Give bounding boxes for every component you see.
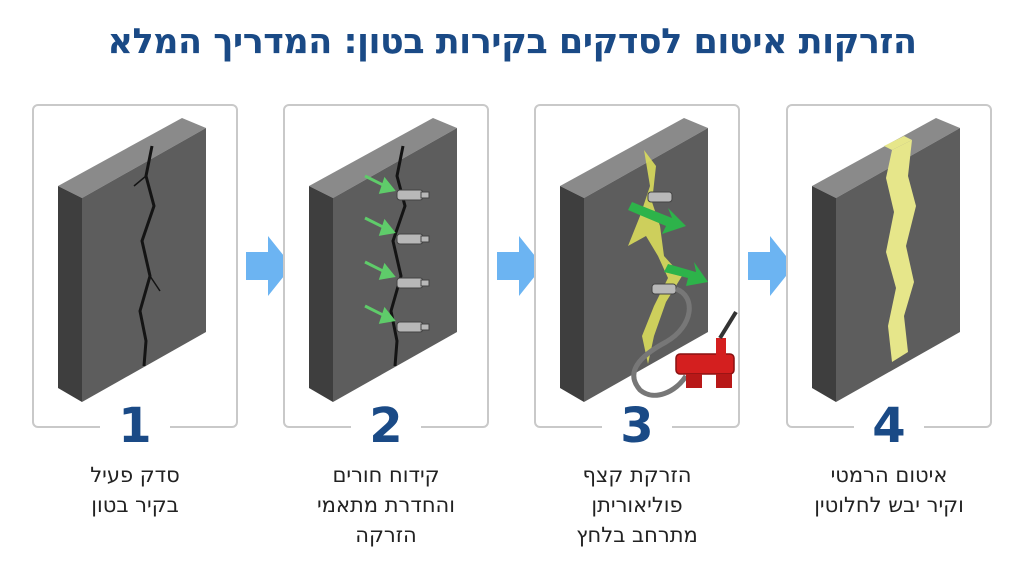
- green-arrows: [364, 174, 396, 324]
- hand-pump-icon: [675, 310, 738, 388]
- foam-top: [884, 136, 912, 150]
- step-1-caption: סדק פעיל בקיר בטון: [90, 463, 180, 517]
- step-3-card: [534, 104, 740, 428]
- step-4-caption: איטום הרמטי וקיר יבש לחלוטין: [814, 463, 964, 517]
- step-2-caption: קידוח חורים והחדרת מתאמי הזרקה: [316, 463, 456, 547]
- foam: [628, 150, 682, 364]
- flow-arrow-icon: [246, 236, 292, 296]
- step-2-card: [283, 104, 489, 428]
- flow-arrow-icon: [497, 236, 543, 296]
- hose: [631, 286, 692, 398]
- flow-arrow-icon: [748, 236, 794, 296]
- drilling-illustration: [309, 118, 457, 402]
- injection-packer-icon: [396, 189, 430, 333]
- sealed-crack: [886, 140, 916, 362]
- green-arrows: [628, 202, 708, 286]
- step-3-number: 3: [602, 400, 672, 452]
- step-3-caption: הזרקת קצף פוליאוריתן מתרחב בלחץ: [576, 463, 698, 547]
- step-1-card: [32, 104, 238, 428]
- cracked-wall-illustration: [58, 118, 206, 402]
- injection-illustration: [560, 118, 738, 402]
- page-title: הזרקות איטום לסדקים בקירות בטון: המדריך …: [107, 22, 918, 62]
- step-1-number: 1: [100, 400, 170, 452]
- sealed-wall-illustration: [812, 118, 960, 402]
- crack: [138, 145, 156, 367]
- step-4-number: 4: [854, 400, 924, 452]
- step-4-card: [786, 104, 992, 428]
- crack: [389, 145, 407, 367]
- step-2-number: 2: [351, 400, 421, 452]
